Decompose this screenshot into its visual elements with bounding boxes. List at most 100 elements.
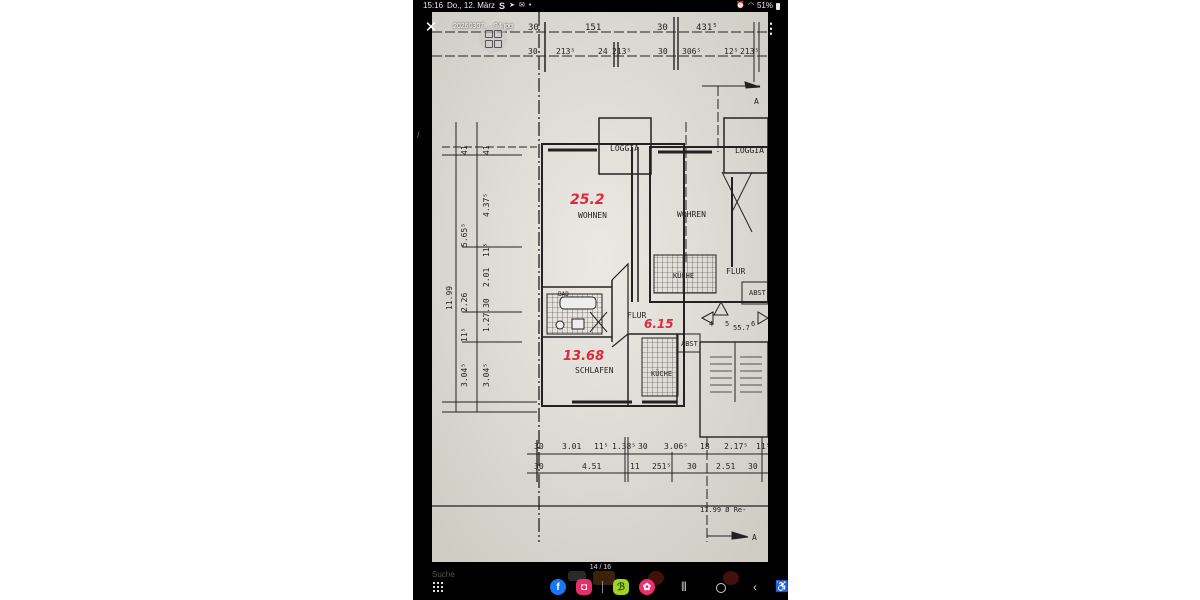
wifi-icon: ◠ (747, 2, 754, 9)
svg-text:11.99: 11.99 (445, 286, 454, 310)
svg-text:11: 11 (630, 462, 640, 471)
svg-text:WOHNEN: WOHNEN (578, 211, 607, 220)
svg-text:151: 151 (585, 23, 601, 33)
alarm-icon: ⏰ (736, 2, 745, 9)
svg-text:3.04⁵: 3.04⁵ (460, 363, 469, 387)
svg-text:1.38⁵: 1.38⁵ (612, 442, 636, 451)
mail-icon: ✉ (518, 2, 525, 9)
svg-text:213⁵: 213⁵ (612, 47, 631, 56)
svg-text:4: 4 (709, 320, 713, 328)
svg-text:431⁵: 431⁵ (696, 23, 718, 33)
grid-icon (485, 30, 502, 48)
svg-text:1.27.30: 1.27.30 (482, 298, 491, 332)
floorplan-drawing: LOGGIA WOHNEN BAD FLUR SCHLAFEN KÜCHE AB… (432, 12, 768, 562)
ghost-thumbnail (568, 571, 586, 581)
svg-text:3.01: 3.01 (562, 442, 581, 451)
ghost-thumbnail (723, 571, 739, 585)
svg-text:41: 41 (460, 145, 469, 155)
svg-text:30: 30 (658, 47, 668, 56)
svg-text:FLUR: FLUR (726, 267, 745, 276)
svg-text:251⁵: 251⁵ (652, 462, 671, 471)
image-counter: 14 / 16 (589, 564, 612, 571)
close-icon[interactable]: ✕ (424, 19, 438, 36)
search-label[interactable]: Suche (432, 570, 455, 579)
date: Do., 12. März (447, 1, 496, 10)
facebook-icon[interactable]: f (550, 579, 566, 595)
recent-apps-icon[interactable]: ||| (681, 581, 687, 592)
svg-text:2.01: 2.01 (482, 268, 491, 287)
svg-text:306⁵: 306⁵ (682, 47, 701, 56)
svg-text:30: 30 (534, 462, 544, 471)
svg-text:2.51: 2.51 (716, 462, 735, 471)
svg-text:5.65⁵: 5.65⁵ (460, 223, 469, 247)
svg-text:17.99 Ø Re-: 17.99 Ø Re- (700, 506, 746, 514)
home-icon[interactable] (716, 583, 726, 593)
svg-text:2.26: 2.26 (460, 293, 469, 312)
svg-text:30: 30 (748, 462, 758, 471)
svg-text:213⁵: 213⁵ (556, 47, 575, 56)
accessibility-icon[interactable]: ♿ (775, 581, 788, 593)
svg-text:30: 30 (534, 442, 544, 451)
svg-text:30: 30 (687, 462, 697, 471)
svg-text:24: 24 (598, 47, 608, 56)
phone-screen: 15:16 Do., 12. März S ➤ ✉ • ⏰ ◠ 51% (413, 0, 788, 600)
svg-text:18: 18 (700, 442, 710, 451)
svg-text:25.2: 25.2 (570, 192, 605, 208)
edge-handle-icon[interactable]: / (417, 130, 420, 140)
svg-text:11⁵: 11⁵ (594, 442, 608, 451)
viewer-top-bar: ✕ 20260307_...94.jpg ⋮ (413, 14, 788, 53)
svg-text:13.68: 13.68 (563, 349, 604, 364)
status-bar: 15:16 Do., 12. März S ➤ ✉ • ⏰ ◠ 51% (413, 0, 788, 12)
svg-text:WOHREN: WOHREN (677, 210, 706, 219)
filename: 20260307_...94.jpg (453, 23, 513, 30)
grid-view-button[interactable] (479, 25, 507, 53)
svg-text:11⁵: 11⁵ (756, 442, 768, 451)
location-icon: ➤ (509, 2, 515, 9)
svg-text:4.37⁵: 4.37⁵ (482, 193, 491, 217)
app-dock: f ◘ ℬ ✿ (550, 579, 655, 595)
svg-text:30: 30 (638, 442, 648, 451)
svg-text:BAD: BAD (558, 291, 569, 298)
blossom-app-icon[interactable]: ℬ (613, 579, 629, 595)
floorplan-photo[interactable]: LOGGIA WOHNEN BAD FLUR SCHLAFEN KÜCHE AB… (432, 12, 768, 562)
svg-text:LOGGIA: LOGGIA (610, 144, 639, 153)
svg-text:ABST: ABST (749, 289, 767, 297)
svg-text:FLUR: FLUR (627, 311, 646, 320)
svg-text:LOGGIA: LOGGIA (735, 146, 764, 155)
navigation-bar: f ◘ ℬ ✿ ||| ‹ ♿ (413, 571, 788, 600)
svg-text:KÜCHE: KÜCHE (651, 369, 672, 378)
svg-text:A: A (752, 533, 757, 542)
svg-text:ABST: ABST (681, 340, 699, 348)
svg-text:41: 41 (482, 145, 491, 155)
ghost-thumbnail (593, 571, 615, 585)
svg-text:2.17⁵: 2.17⁵ (724, 442, 748, 451)
svg-text:30: 30 (528, 47, 538, 56)
battery-level: 51% (756, 1, 773, 10)
svg-text:A: A (754, 97, 759, 106)
back-icon[interactable]: ‹ (753, 580, 757, 594)
instagram-icon[interactable]: ◘ (576, 579, 592, 595)
apps-grid-icon[interactable] (433, 582, 443, 592)
svg-text:5: 5 (725, 320, 729, 328)
clock: 15:16 (423, 1, 444, 10)
svg-text:6: 6 (751, 320, 755, 328)
svg-text:30: 30 (657, 23, 668, 33)
svg-text:3.04⁵: 3.04⁵ (482, 363, 491, 387)
more-vert-icon[interactable]: ⋮ (764, 20, 778, 36)
svg-text:11⁵: 11⁵ (460, 328, 469, 342)
svg-text:6.15: 6.15 (644, 317, 674, 331)
svg-text:4.51: 4.51 (582, 462, 601, 471)
dot-icon: • (528, 2, 532, 9)
svg-text:11⁵: 11⁵ (482, 243, 491, 257)
svg-text:213⁵: 213⁵ (740, 47, 759, 56)
svg-text:30: 30 (528, 23, 539, 33)
svg-text:55.7: 55.7 (733, 324, 750, 332)
svg-text:KÜCHE: KÜCHE (673, 271, 694, 280)
flower-app-icon[interactable]: ✿ (639, 579, 655, 595)
svg-text:SCHLAFEN: SCHLAFEN (575, 366, 614, 375)
battery-icon (776, 2, 780, 10)
s-icon: S (499, 1, 506, 11)
dock-separator (602, 581, 603, 593)
svg-text:12⁵: 12⁵ (724, 47, 738, 56)
svg-text:3.06⁵: 3.06⁵ (664, 442, 688, 451)
